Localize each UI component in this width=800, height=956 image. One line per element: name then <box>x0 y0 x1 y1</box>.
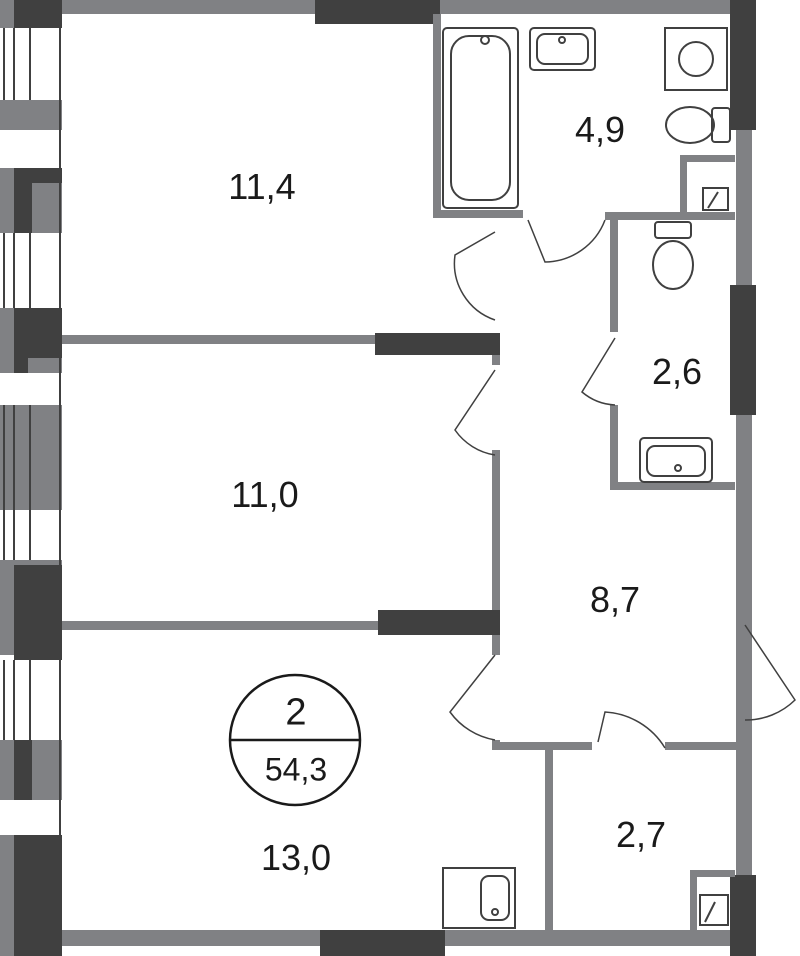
window-frames <box>3 28 61 930</box>
toilet-icon <box>665 106 731 144</box>
room-area-toilet: 2,6 <box>651 351 703 392</box>
shaft-icon <box>702 187 729 211</box>
total-area: 54,3 <box>264 751 328 788</box>
washing-machine-icon <box>664 27 728 91</box>
sink-icon <box>639 437 713 483</box>
bearing-walls <box>14 0 756 956</box>
bathtub-icon <box>442 27 519 209</box>
fixtures <box>442 27 731 929</box>
apartment-badge <box>228 673 362 807</box>
shaft-icon <box>699 894 729 926</box>
room-area-bathroom: 4,9 <box>574 109 626 150</box>
rooms-count: 2 <box>285 691 307 734</box>
room-area-bedroom-top: 11,4 <box>228 166 296 207</box>
sink-icon <box>529 27 596 71</box>
interior-walls <box>62 14 740 930</box>
sink-icon <box>442 867 516 929</box>
room-area-living-room: 13,0 <box>260 837 332 878</box>
room-area-bedroom-middle: 11,0 <box>231 474 299 515</box>
room-area-storage: 2,7 <box>615 814 667 855</box>
room-area-hallway: 8,7 <box>589 579 641 620</box>
doors <box>449 219 796 749</box>
toilet-icon <box>652 221 694 290</box>
